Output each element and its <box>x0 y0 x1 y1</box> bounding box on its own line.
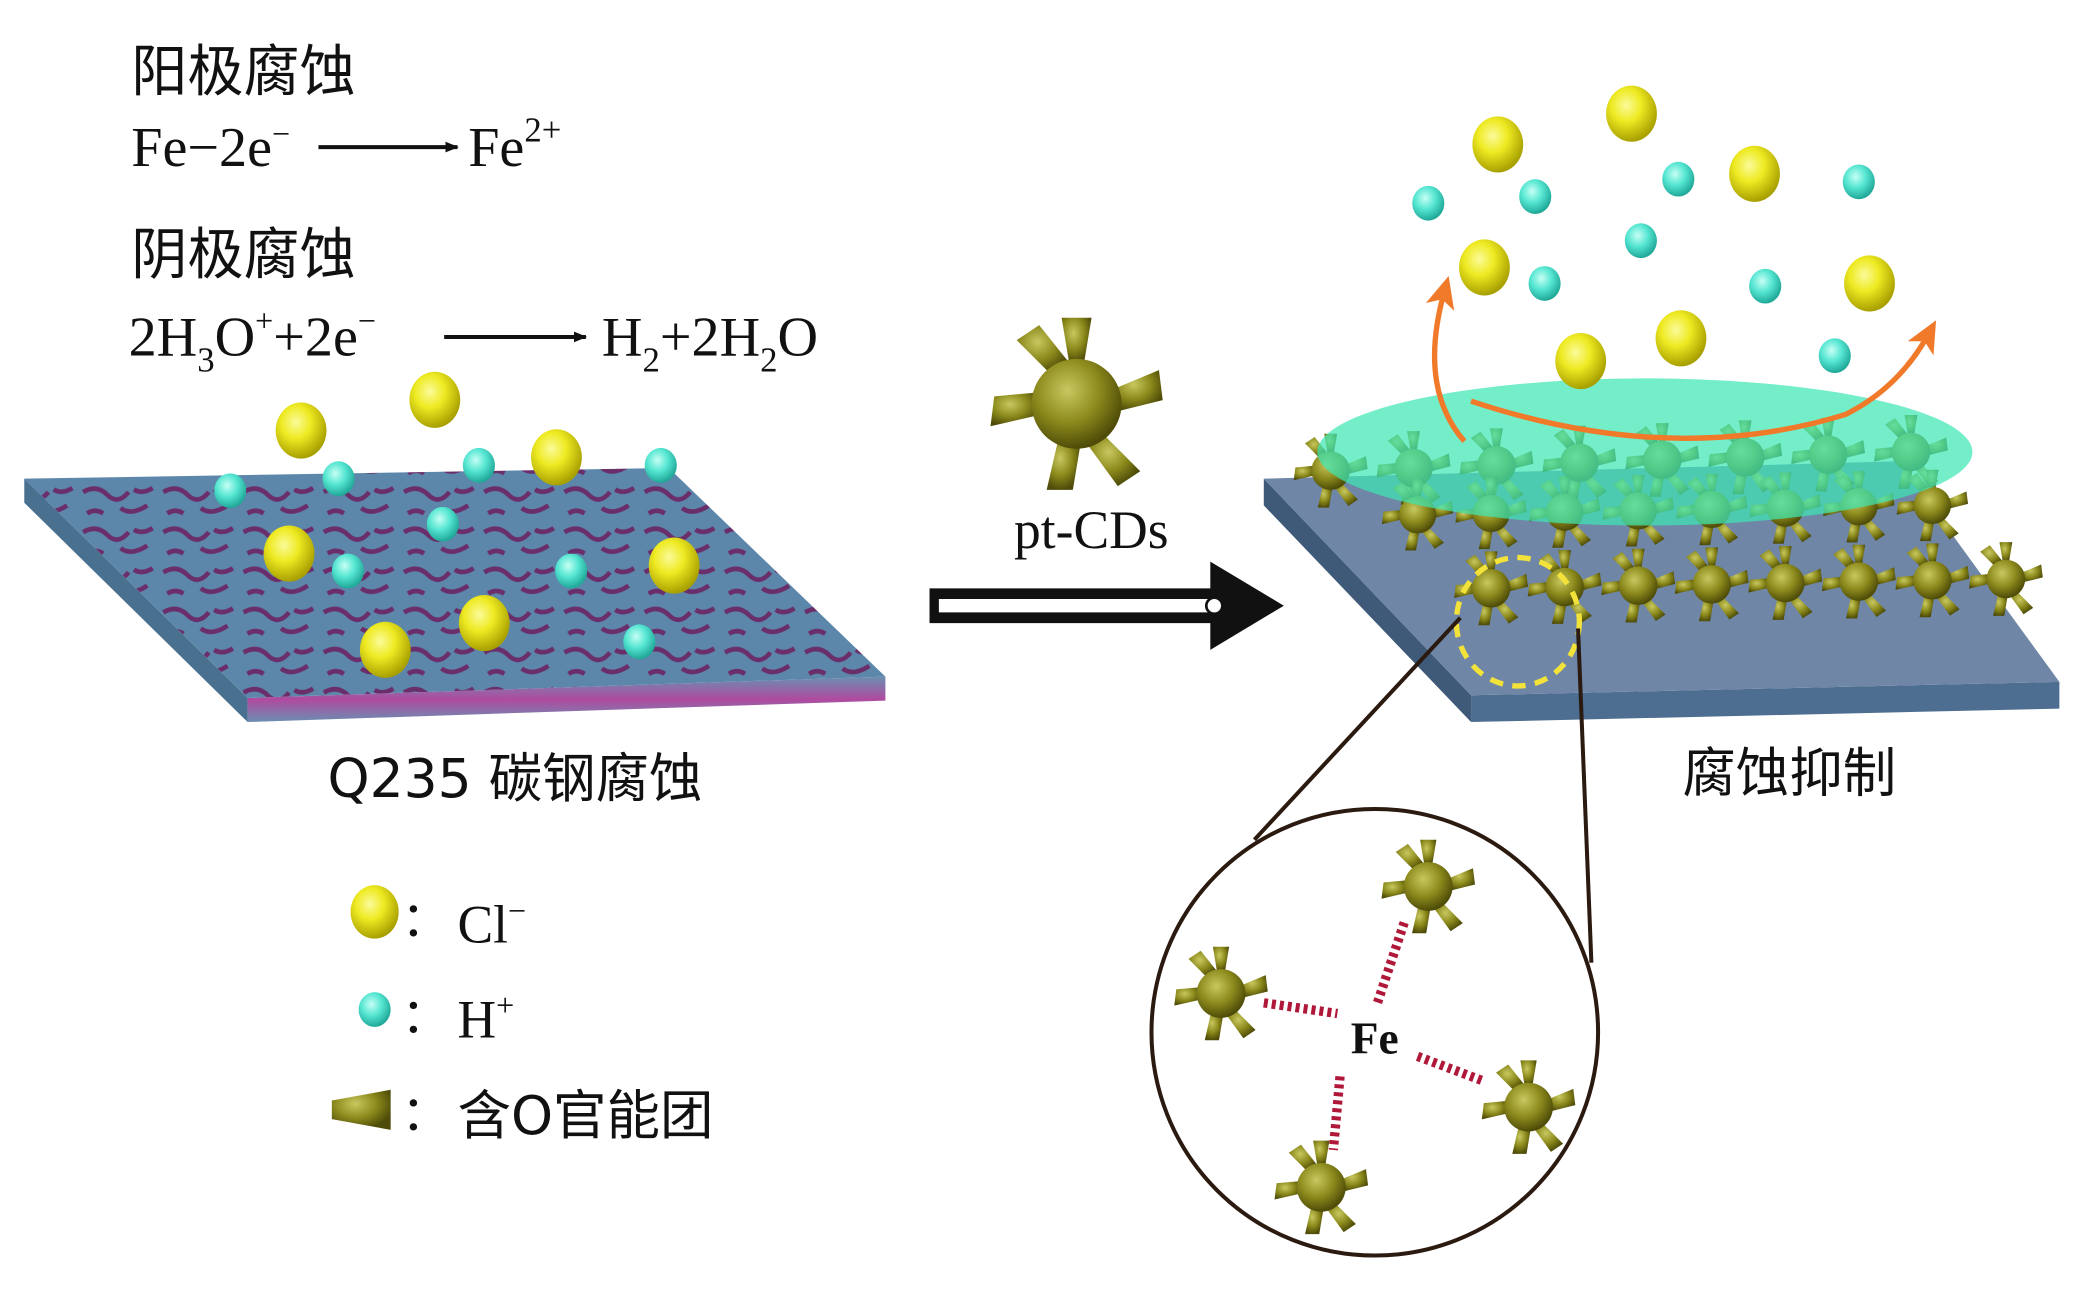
h-ion-sphere <box>1662 161 1695 197</box>
cyan-sphere-icon <box>358 992 391 1027</box>
pt-cd-particle-icon <box>990 317 1163 490</box>
legend-item-functional-group: ： 含O官能团 <box>331 1084 714 1147</box>
legend-separator: ： <box>401 988 449 1044</box>
legend-item-cl: ： Cl− <box>350 885 527 955</box>
cl-ion-sphere <box>263 525 315 582</box>
legend-separator: ： <box>401 892 449 948</box>
cl-ion-sphere <box>458 595 510 652</box>
repel-arrow-left <box>1425 276 1467 444</box>
anode-reactant: Fe−2e− <box>131 115 290 178</box>
h-ion-sphere <box>1528 266 1561 301</box>
cl-ion-sphere <box>1555 332 1607 390</box>
legend-label: Cl− <box>458 892 527 954</box>
cl-ion-sphere <box>359 621 411 678</box>
cathode-product: H2+2H2O <box>602 307 818 380</box>
zoom-circle <box>1149 806 1601 1258</box>
anode-product: Fe2+ <box>468 111 561 179</box>
cathode-section: 阴极腐蚀 2H3O++2e− H2+2H2O <box>129 223 818 380</box>
fe-binding-bonds <box>1263 921 1484 1151</box>
process-arrow <box>929 561 1284 650</box>
h-ion-sphere <box>1749 268 1782 304</box>
legend-item-h: ： H+ <box>358 987 515 1050</box>
h-ion-sphere <box>322 461 355 497</box>
repelled-ions <box>1412 85 1895 390</box>
h-ion-sphere <box>555 553 588 589</box>
fe-label: Fe <box>1351 1013 1399 1064</box>
highlight-ellipse <box>1453 554 1583 689</box>
h-ion-sphere <box>462 447 495 483</box>
legend-label: H+ <box>458 987 515 1049</box>
cl-ion-sphere <box>1606 85 1657 142</box>
cl-ion-sphere <box>1655 310 1707 367</box>
cl-ion-sphere <box>1844 255 1895 312</box>
anode-title: 阳极腐蚀 <box>131 40 356 105</box>
cathode-title: 阴极腐蚀 <box>131 223 356 288</box>
anode-section: 阳极腐蚀 Fe−2e− Fe2+ <box>131 40 561 179</box>
protective-film <box>1317 378 1973 526</box>
h-ion-sphere <box>644 447 677 483</box>
h-ion-sphere <box>1519 179 1552 214</box>
cl-ion-sphere <box>1472 116 1524 173</box>
cl-ion-sphere <box>409 371 461 428</box>
left-ions <box>214 371 700 678</box>
cl-ion-sphere <box>531 429 582 486</box>
yellow-sphere-icon <box>350 885 399 939</box>
corroded-steel-slab <box>24 467 886 723</box>
h-ion-sphere <box>1412 185 1445 221</box>
legend-label: 含O官能团 <box>458 1084 714 1147</box>
arrow-label: pt-CDs <box>1014 500 1168 560</box>
callout-line-right <box>1576 628 1594 963</box>
callout-line-left <box>1252 616 1462 842</box>
cl-ion-sphere <box>275 402 327 459</box>
h-ion-sphere <box>426 506 459 542</box>
cl-ion-sphere <box>1729 145 1780 202</box>
h-ion-sphere <box>1818 338 1851 374</box>
h-ion-sphere <box>331 553 364 589</box>
h-ion-sphere <box>214 473 247 509</box>
cathode-reactant: 2H3O++2e− <box>129 303 376 380</box>
legend: ： Cl− ： H+ ： 含O官能团 <box>331 885 714 1147</box>
h-ion-sphere <box>1842 164 1875 200</box>
cl-ion-sphere <box>648 537 700 594</box>
olive-cone-icon <box>331 1089 391 1130</box>
legend-separator: ： <box>401 1086 449 1142</box>
repel-arrow-right <box>1470 320 1937 441</box>
h-ion-sphere <box>1624 223 1657 259</box>
h-ion-sphere <box>623 624 656 660</box>
cl-ion-sphere <box>1459 239 1510 296</box>
left-caption: Q235 碳钢腐蚀 <box>328 747 703 810</box>
right-caption: 腐蚀抑制 <box>1682 742 1896 805</box>
